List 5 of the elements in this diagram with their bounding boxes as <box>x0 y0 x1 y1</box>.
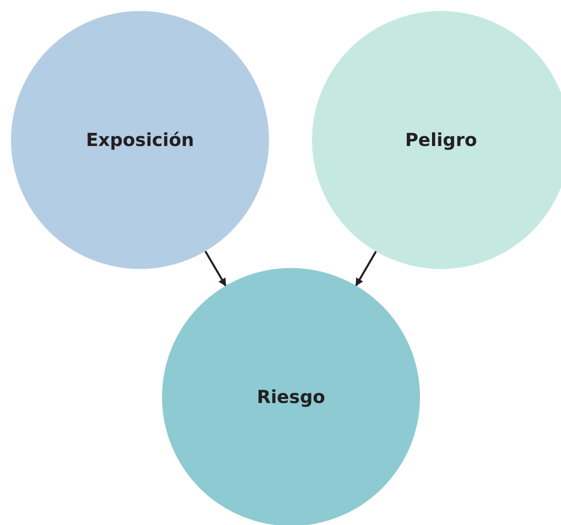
node-label: Exposición <box>86 130 194 150</box>
arrow <box>204 250 227 286</box>
node-label: Peligro <box>405 130 477 150</box>
node-label: Riesgo <box>256 386 326 408</box>
arrow <box>355 250 377 286</box>
